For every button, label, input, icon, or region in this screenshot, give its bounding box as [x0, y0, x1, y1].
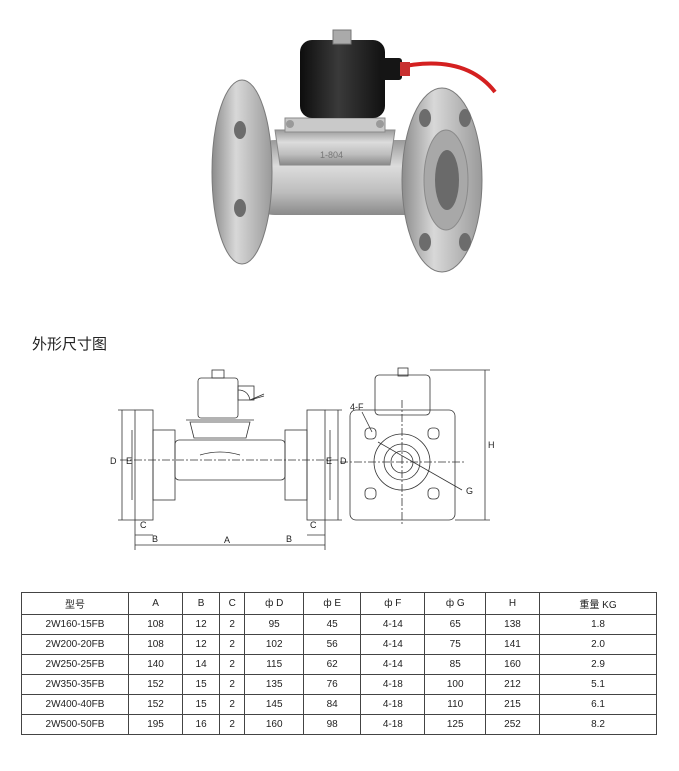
cell-g: 110: [424, 694, 486, 715]
dim-label-c-left: C: [140, 520, 147, 530]
cell-e: 62: [303, 654, 362, 675]
cell-c: 2: [219, 694, 246, 715]
cell-a: 140: [127, 654, 184, 675]
cell-d: 95: [244, 614, 305, 635]
cell-h: 160: [484, 654, 541, 675]
cell-b: 15: [182, 674, 221, 695]
cell-e: 76: [303, 674, 362, 695]
cell-weight: 1.8: [539, 614, 657, 635]
body-marking: 1-804: [320, 150, 343, 160]
dimension-drawing: D E E D A C B C B 4-F G H: [110, 367, 495, 550]
cell-d: 102: [244, 634, 305, 655]
cell-model: 2W350-35FB: [21, 674, 129, 695]
cell-c: 2: [219, 634, 246, 655]
header-weight: 重量 KG: [539, 592, 657, 615]
cell-model: 2W250-25FB: [21, 654, 129, 675]
cell-h: 141: [484, 634, 541, 655]
cell-f: 4-14: [360, 654, 426, 675]
header-d: ф D: [244, 592, 305, 615]
cell-b: 12: [182, 614, 221, 635]
cell-d: 145: [244, 694, 305, 715]
cell-f: 4-18: [360, 694, 426, 715]
cell-a: 152: [127, 694, 184, 715]
cell-h: 215: [484, 694, 541, 715]
dim-label-g: G: [466, 486, 473, 496]
cell-d: 135: [244, 674, 305, 695]
cell-a: 195: [127, 714, 184, 735]
dim-label-e-right: E: [326, 456, 332, 466]
cell-d: 115: [244, 654, 305, 675]
cell-e: 45: [303, 614, 362, 635]
cell-b: 12: [182, 634, 221, 655]
cell-g: 125: [424, 714, 486, 735]
cell-f: 4-18: [360, 714, 426, 735]
dim-label-c-right: C: [310, 520, 317, 530]
dim-label-b-right: B: [286, 534, 292, 544]
dim-label-d-left: D: [110, 456, 117, 466]
header-c: C: [219, 592, 246, 615]
cell-a: 108: [127, 614, 184, 635]
cell-model: 2W160-15FB: [21, 614, 129, 635]
cell-weight: 2.0: [539, 634, 657, 655]
cell-b: 16: [182, 714, 221, 735]
dim-label-d-right: D: [340, 456, 347, 466]
header-model: 型号: [21, 592, 129, 615]
cell-weight: 6.1: [539, 694, 657, 715]
table-header-row: 型号 A B C ф D ф E ф F ф G H 重量 KG: [21, 592, 657, 615]
header-h: H: [484, 592, 541, 615]
cell-c: 2: [219, 654, 246, 675]
cell-g: 100: [424, 674, 486, 695]
cell-e: 98: [303, 714, 362, 735]
dim-label-f: 4-F: [350, 402, 364, 412]
section-title: 外形尺寸图: [32, 335, 108, 353]
cell-f: 4-14: [360, 614, 426, 635]
cell-d: 160: [244, 714, 305, 735]
header-e: ф E: [303, 592, 362, 615]
dim-label-b-left: B: [152, 534, 158, 544]
cell-e: 84: [303, 694, 362, 715]
cell-b: 14: [182, 654, 221, 675]
header-a: A: [127, 592, 184, 615]
valve-photo: 1-804: [211, 29, 497, 273]
cell-g: 75: [424, 634, 486, 655]
header-b: B: [182, 592, 221, 615]
cell-weight: 5.1: [539, 674, 657, 695]
spec-table: 型号 A B C ф D ф E ф F ф G H 重量 KG 2W160-1…: [21, 592, 657, 735]
cell-b: 15: [182, 694, 221, 715]
cell-weight: 8.2: [539, 714, 657, 735]
cell-a: 152: [127, 674, 184, 695]
header-g: ф G: [424, 592, 486, 615]
cell-c: 2: [219, 714, 246, 735]
cell-f: 4-14: [360, 634, 426, 655]
cell-h: 252: [484, 714, 541, 735]
cell-model: 2W200-20FB: [21, 634, 129, 655]
cell-model: 2W500-50FB: [21, 714, 129, 735]
dim-label-a: A: [224, 535, 230, 545]
cell-e: 56: [303, 634, 362, 655]
cell-c: 2: [219, 674, 246, 695]
cell-g: 65: [424, 614, 486, 635]
header-f: ф F: [360, 592, 426, 615]
cell-g: 85: [424, 654, 486, 675]
cell-model: 2W400-40FB: [21, 694, 129, 715]
dim-label-h: H: [488, 440, 495, 450]
dim-label-e-left: E: [126, 456, 132, 466]
cell-f: 4-18: [360, 674, 426, 695]
cell-h: 212: [484, 674, 541, 695]
cell-weight: 2.9: [539, 654, 657, 675]
cell-h: 138: [484, 614, 541, 635]
cell-a: 108: [127, 634, 184, 655]
cell-c: 2: [219, 614, 246, 635]
